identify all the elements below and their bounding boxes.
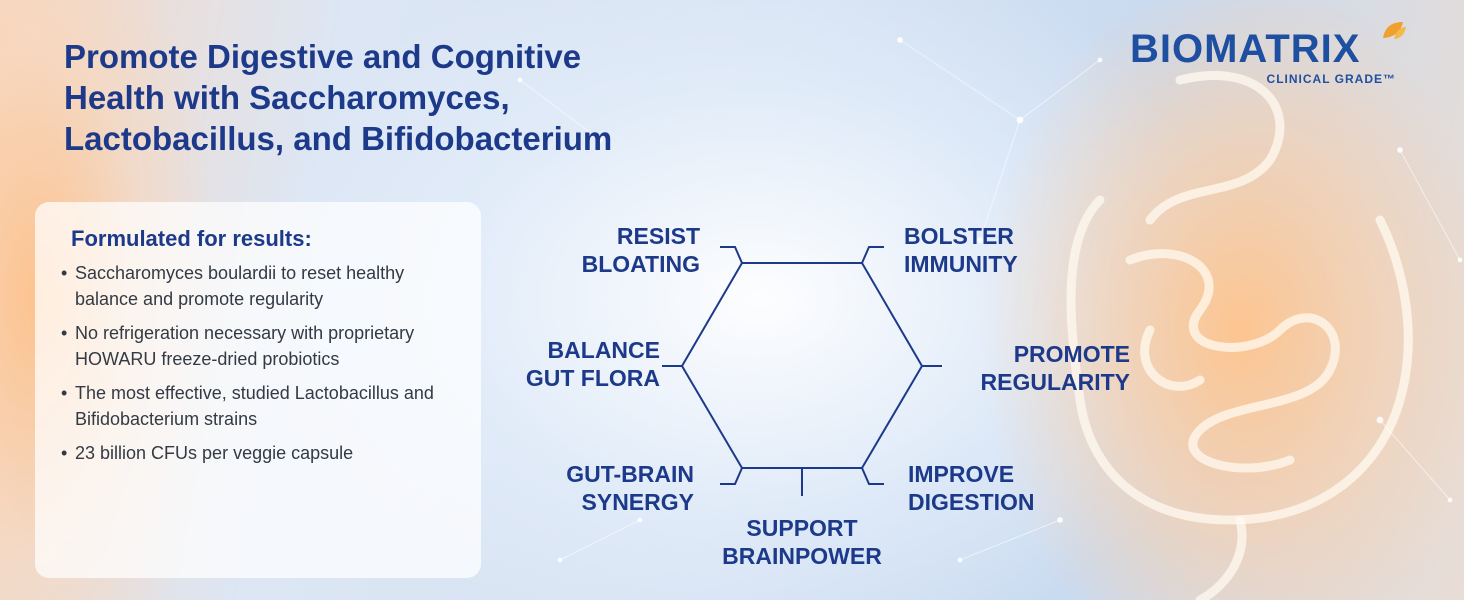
benefit-promote-regularity: PROMOTE REGULARITY <box>938 340 1131 396</box>
headline-line-3: Lactobacillus, and Bifidobacterium <box>64 120 613 157</box>
bullet-icon: • <box>61 323 68 343</box>
benefit-line: GUT-BRAIN <box>566 461 694 487</box>
page-headline: Promote Digestive and Cognitive Health w… <box>64 36 784 159</box>
benefit-line: IMPROVE <box>908 461 1015 487</box>
brand-logo: BIOMATRIX CLINICAL GRADE™ <box>1130 22 1430 96</box>
benefit-balance-gut-flora: BALANCE GUT FLORA <box>498 336 660 392</box>
benefit-line: IMMUNITY <box>904 251 1018 277</box>
benefit-line: RESIST <box>616 223 700 249</box>
benefit-bolster-immunity: BOLSTER IMMUNITY <box>904 222 1074 278</box>
benefit-line: REGULARITY <box>980 369 1131 395</box>
intestine-illustration <box>1066 71 1413 600</box>
benefit-line: DIGESTION <box>908 489 1035 515</box>
benefit-gut-brain-synergy: GUT-BRAIN SYNERGY <box>518 460 694 516</box>
connector-resist-bloating <box>720 246 743 264</box>
list-item: • 23 billion CFUs per veggie capsule <box>61 440 461 466</box>
list-item: • The most effective, studied Lactobacill… <box>61 380 461 432</box>
headline-line-2: Health with Saccharomyces, <box>64 79 510 116</box>
list-item: • Saccharomyces boulardii to reset health… <box>61 260 461 312</box>
leaf-icon <box>1383 22 1406 39</box>
bullet-icon: • <box>61 263 68 283</box>
hexagon-outline <box>680 262 924 469</box>
feature-text: No refrigeration necessary with propriet… <box>75 323 415 369</box>
logo-wordmark: BIOMATRIX <box>1130 27 1361 71</box>
connector-gut-brain-synergy <box>720 467 743 485</box>
benefit-line: PROMOTE <box>1013 341 1130 367</box>
feature-text: Saccharomyces boulardii to reset healthy… <box>75 263 405 309</box>
benefit-resist-bloating: RESIST BLOATING <box>548 222 700 278</box>
bullet-icon: • <box>61 383 68 403</box>
card-title: Formulated for results: <box>71 226 312 251</box>
benefit-line: BLOATING <box>581 251 700 277</box>
logo-tagline: CLINICAL GRADE™ <box>1266 72 1396 86</box>
benefit-improve-digestion: IMPROVE DIGESTION <box>908 460 1078 516</box>
benefit-line: SYNERGY <box>581 489 694 515</box>
connector-bolster-immunity <box>861 246 884 264</box>
benefit-line: GUT FLORA <box>525 365 660 391</box>
benefit-line: BALANCE <box>547 337 660 363</box>
benefit-line: BOLSTER <box>904 223 1014 249</box>
list-item: • No refrigeration necessary with proprie… <box>61 320 461 372</box>
feature-text: The most effective, studied Lactobacillu… <box>75 383 434 429</box>
feature-text: 23 billion CFUs per veggie capsule <box>75 443 354 463</box>
bullet-icon: • <box>61 443 68 463</box>
network-lines <box>517 37 1463 563</box>
feature-list: • Saccharomyces boulardii to reset health… <box>61 260 461 474</box>
benefit-line: BRAINPOWER <box>722 543 882 569</box>
headline-line-1: Promote Digestive and Cognitive <box>64 38 582 75</box>
features-card: Formulated for results: • Saccharomyces b… <box>35 202 481 578</box>
benefit-line: SUPPORT <box>746 515 858 541</box>
connector-improve-digestion <box>861 467 884 485</box>
benefit-support-brainpower: SUPPORT BRAINPOWER <box>696 514 908 570</box>
